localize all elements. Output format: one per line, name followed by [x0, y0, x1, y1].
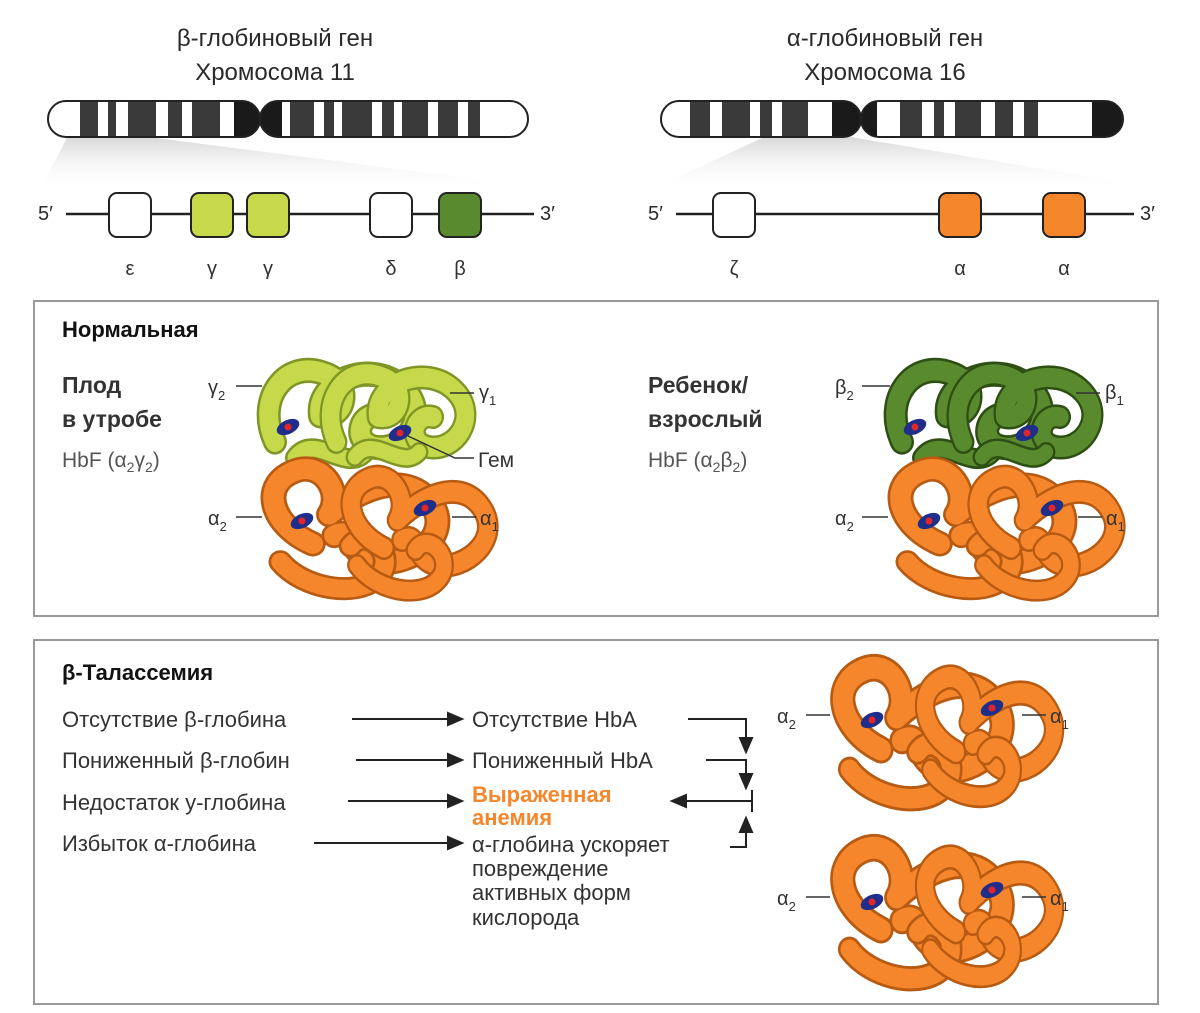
alpha-tetramer-bottom [843, 848, 1054, 979]
cause-gamma-deficiency: Недостаток y-глобина [62, 790, 286, 815]
beta1-label: β1 [1105, 382, 1124, 408]
beta-gene-label-0: ε [126, 258, 135, 280]
beta-gene-label-4: β [454, 258, 466, 280]
alpha-gene-label-1: α [954, 258, 966, 280]
alpha-effect-line2: повреждение [472, 856, 609, 881]
normal-panel-title: Нормальная [62, 317, 199, 342]
beta-gene-box-0 [108, 192, 152, 238]
beta-gene-title: β-глобиновый ген [177, 25, 373, 52]
thal-bottom-alpha1-label: α1 [1050, 888, 1069, 914]
fetal-heading-line2: в утробе [62, 406, 162, 432]
flow-arrows [314, 711, 754, 851]
thal-top-alpha2-label: α2 [777, 706, 796, 732]
heme-label: Гем [478, 449, 514, 472]
beta-gene-label-3: δ [385, 258, 396, 280]
cause-reduced-beta-globin: Пониженный β-глобин [62, 748, 290, 773]
normal-panel [33, 300, 1159, 617]
adult-heading-line2: взрослый [648, 406, 763, 432]
beta-gene-box-3 [369, 192, 413, 238]
alpha-gene-map: 5′ 3′ ζ α α [648, 192, 1155, 280]
outcome-severe-anemia-line1: Выраженная [472, 782, 612, 807]
fetal-alpha1-label: α1 [480, 508, 499, 534]
thalassemia-panel-title: β-Талассемия [62, 660, 213, 685]
beta2-label: β2 [835, 377, 854, 403]
alpha-effect-line4: кислорода [472, 905, 580, 930]
alpha-gene-box-0 [712, 192, 756, 238]
beta-gene-label-2: γ [263, 258, 273, 280]
gamma1-label: γ1 [479, 382, 496, 408]
alpha-map-5prime: 5′ [648, 203, 663, 225]
effect-reduced-hba: Пониженный HbA [472, 748, 653, 773]
beta-gene-label-1: γ [207, 258, 217, 280]
chromosome-11 [47, 100, 529, 138]
alpha-gene-title: α-глобиновый ген [787, 25, 983, 52]
beta-gene-box-2 [246, 192, 290, 238]
beta-gene-map: 5′ 3′ ε γ γ δ β [38, 192, 555, 280]
cause-alpha-excess: Избыток α-глобина [62, 831, 257, 856]
effect-no-hba: Отсутствие HbA [472, 707, 637, 732]
fetal-heading-line1: Плод [62, 372, 122, 398]
alpha-gene-label-2: α [1058, 258, 1070, 280]
cause-no-beta-globin: Отсутствие β-глобина [62, 707, 287, 732]
adult-formula: HbF (α2β2) [648, 449, 747, 475]
outcome-severe-anemia-line2: анемия [472, 805, 552, 830]
beta-zoom-wedge [40, 132, 560, 190]
fetal-hemoglobin-structure [269, 370, 488, 590]
beta-map-3prime: 3′ [540, 203, 555, 225]
adult-alpha2-label: α2 [835, 508, 854, 534]
thal-bottom-alpha2-label: α2 [777, 888, 796, 914]
chromosome-16 [660, 100, 1124, 138]
beta-map-5prime: 5′ [38, 203, 53, 225]
alpha-effect-line1: α-глобина ускоряет [472, 832, 670, 857]
fetal-alpha2-label: α2 [208, 508, 227, 534]
beta-gene-box-4 [438, 192, 482, 238]
alpha-zoom-wedge [650, 132, 1170, 190]
adult-alpha1-label: α1 [1106, 508, 1125, 534]
beta-gene-box-1 [190, 192, 234, 238]
gamma2-label: γ2 [208, 377, 225, 403]
alpha-chromosome-title: Хромосома 16 [804, 59, 965, 86]
alpha-gene-label-0: ζ [730, 258, 739, 280]
adult-heading-line1: Ребенок/ [648, 372, 749, 398]
beta-chromosome-title: Хромосома 11 [195, 59, 355, 86]
adult-hemoglobin-structure [896, 370, 1115, 590]
thalassemia-panel [33, 639, 1159, 1005]
thal-top-alpha1-label: α1 [1050, 706, 1069, 732]
alpha-gene-box-2 [1042, 192, 1086, 238]
alpha-effect-line3: активных форм [472, 880, 631, 905]
alpha-tetramer-top [843, 668, 1054, 799]
alpha-map-3prime: 3′ [1140, 203, 1155, 225]
alpha-gene-box-1 [938, 192, 982, 238]
fetal-formula: HbF (α2γ2) [62, 449, 160, 475]
